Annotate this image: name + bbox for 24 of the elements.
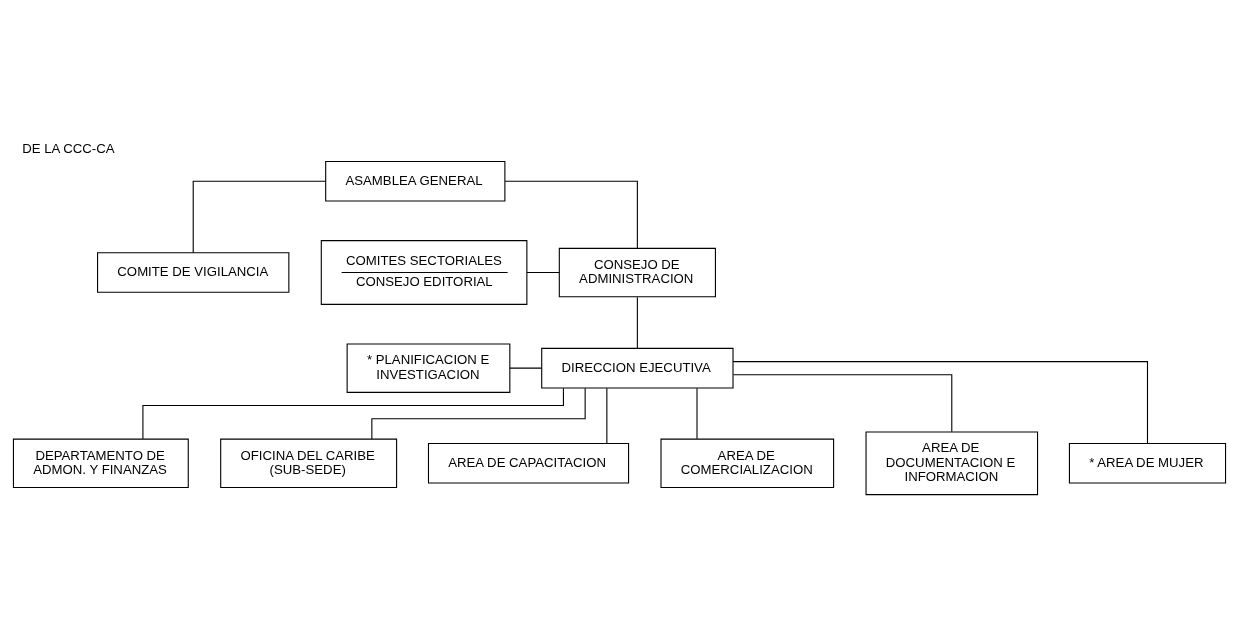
connector: [526, 271, 560, 274]
connector: [732, 374, 953, 433]
connector: [504, 180, 638, 249]
connector: [509, 367, 543, 369]
connector: [732, 361, 1149, 444]
node-box: AREA DE CAPACITACION: [427, 442, 630, 484]
node-box: CONSEJO DE ADMINISTRACION: [558, 247, 716, 298]
node-box: DIRECCION EJECUTIVA: [541, 347, 734, 389]
connector: [142, 387, 564, 440]
node-box: DEPARTAMENTO DE ADMON. Y FINANZAS: [12, 438, 189, 488]
connector: [696, 387, 698, 440]
node-box: * AREA DE MUJER: [1068, 442, 1227, 484]
node-box: * PLANIFICACION E INVESTIGACION: [346, 343, 511, 393]
connector: [192, 180, 327, 254]
node-box: OFICINA DEL CARIBE (SUB-SEDE): [220, 438, 398, 488]
node-box: ASAMBLEA GENERAL: [325, 160, 506, 202]
connector: [636, 296, 638, 349]
node-box: AREA DE COMERCIALIZACION: [660, 438, 835, 488]
connector: [371, 387, 586, 440]
node-box: AREA DE DOCUMENTACION E INFORMACION: [865, 431, 1039, 496]
node-box: COMITES SECTORIALES CONSEJO EDITORIAL: [320, 240, 528, 305]
node-box: COMITE DE VIGILANCIA: [97, 252, 290, 293]
diagram-title: DE LA CCC-CA: [22, 141, 115, 157]
connector: [606, 387, 608, 444]
